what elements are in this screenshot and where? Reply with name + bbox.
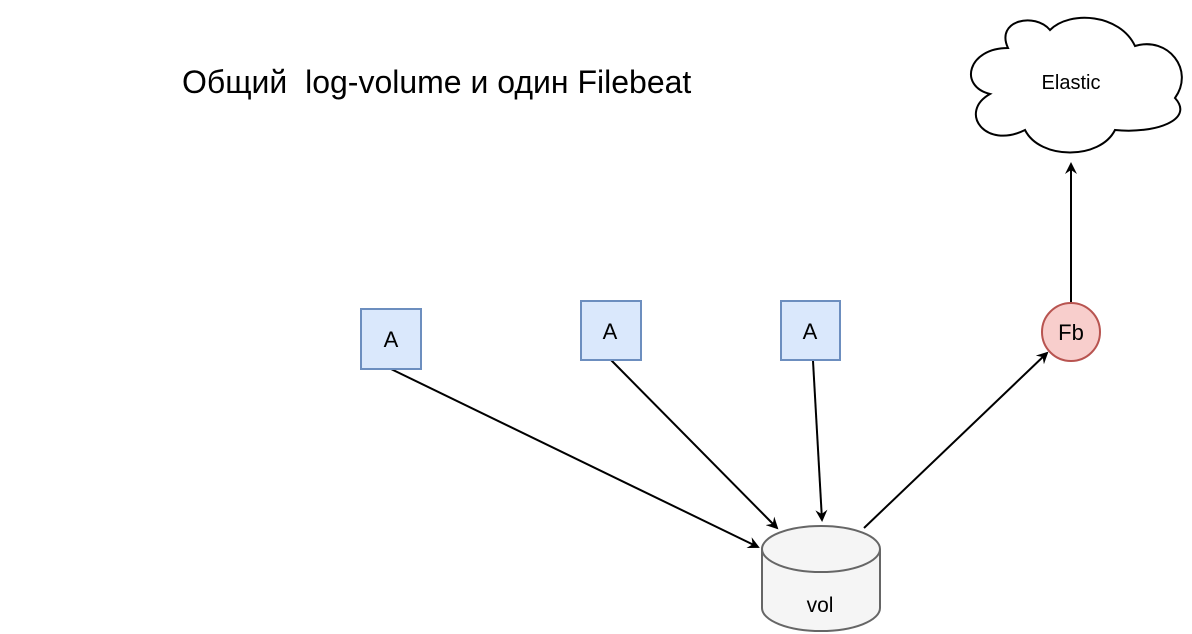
elastic-node[interactable]: Elastic <box>970 16 1183 154</box>
app-node-2[interactable]: A <box>580 300 642 361</box>
elastic-cloud-shape <box>970 16 1183 154</box>
filebeat-node[interactable]: Fb <box>1041 302 1101 362</box>
volume-label: vol <box>807 594 834 617</box>
app-box <box>360 308 422 370</box>
volume-node[interactable]: vol <box>761 525 881 632</box>
diagram-title: Общий log-volume и один Filebeat <box>182 64 691 100</box>
app-label: A <box>803 319 818 344</box>
edge-volume-to-filebeat <box>863 351 1049 529</box>
app-box <box>580 300 642 361</box>
elastic-label: Elastic <box>1042 72 1101 94</box>
edge-app3-to-volume <box>812 360 828 522</box>
app-node-3[interactable]: A <box>780 300 841 361</box>
app-box <box>780 300 841 361</box>
edges <box>390 162 1077 549</box>
volume-cylinder-top <box>761 525 881 573</box>
app-label: A <box>384 327 399 352</box>
edge-app1-to-volume <box>390 368 760 549</box>
app-node-1[interactable]: A <box>360 308 422 370</box>
filebeat-label: Fb <box>1058 320 1084 345</box>
edge-app2-to-volume <box>610 359 779 530</box>
app-label: A <box>603 319 618 344</box>
filebeat-circle <box>1041 302 1101 362</box>
